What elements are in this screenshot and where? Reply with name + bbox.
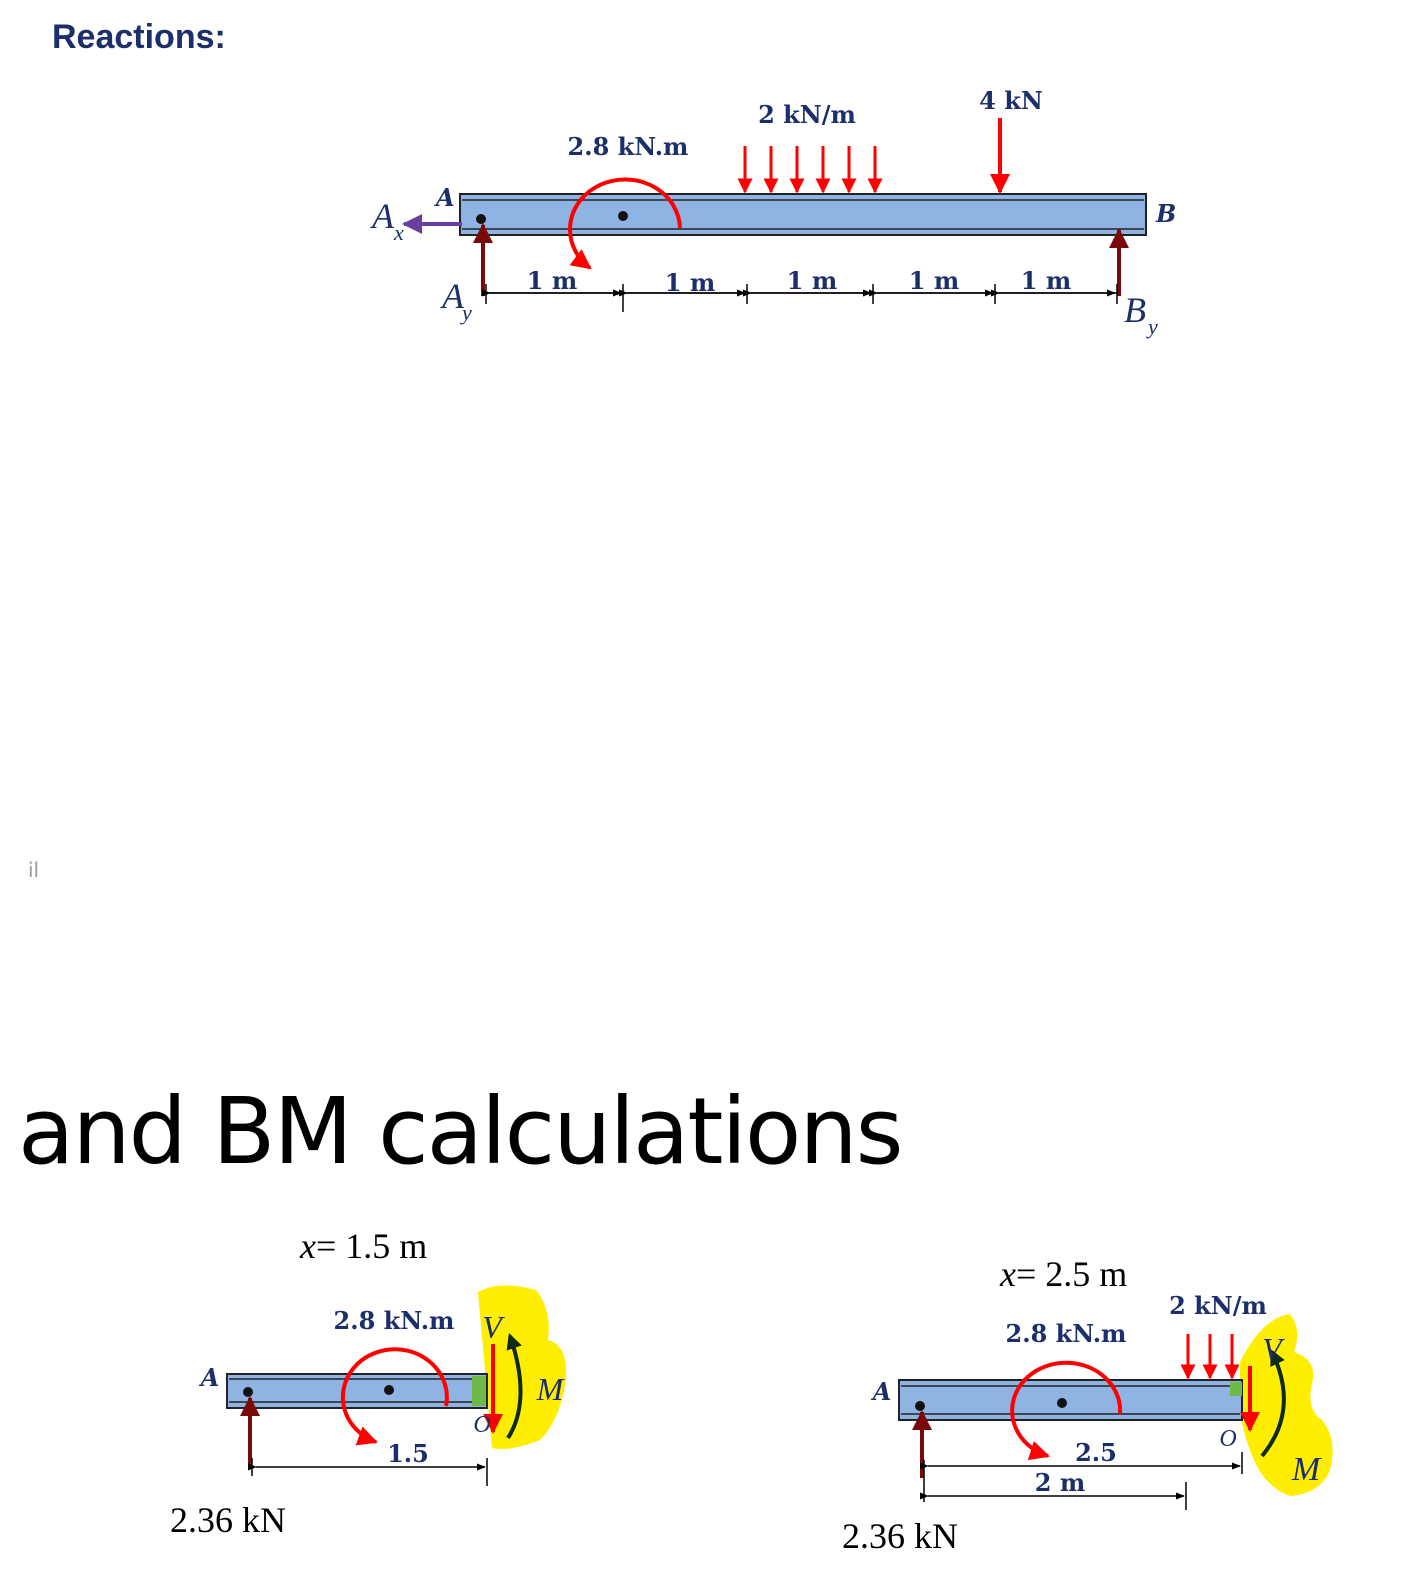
udl-arrows [737, 146, 883, 194]
section1-o-label: O [473, 1412, 490, 1438]
section1-v-label: V [482, 1309, 505, 1345]
section2-dimension [919, 1452, 1243, 1510]
ax-subscript: x [393, 220, 404, 245]
section1-bending-moment-arrow [506, 1332, 523, 1440]
span-label-2: 1 m [665, 268, 715, 297]
span-dimension-line [481, 284, 1118, 312]
section2-support-a: A [871, 1377, 892, 1406]
span-label-4: 1 m [909, 266, 959, 295]
applied-moment-arrow [568, 177, 682, 270]
section1-moment-label: 2.8 kN.m [334, 1306, 455, 1335]
section-heading: and BM calculations [18, 1078, 904, 1185]
section1-reaction-label: 2.36 kN [170, 1500, 286, 1540]
section2-reaction-label: 2.36 kN [842, 1516, 958, 1556]
section2-moment-label: 2.8 kN.m [1006, 1319, 1127, 1348]
section1-dim-label: 1.5 [387, 1439, 429, 1468]
moment-label: 2.8 kN.m [568, 132, 689, 161]
section2-m-label: M [1291, 1451, 1322, 1488]
section-1-diagram: x= 1.5 m 2.8 kN.m A 2.36 kN V M O 1.5 [170, 1226, 567, 1540]
section2-bending-moment-arrow [1260, 1349, 1286, 1458]
span-label-3: 1 m [787, 266, 837, 295]
span-label-5: 1 m [1021, 266, 1071, 295]
support-b-label: B [1155, 199, 1176, 228]
point-load-label: 4 kN [979, 86, 1043, 115]
udl-label: 2 kN/m [758, 100, 856, 129]
section2-v-label: V [1262, 1331, 1285, 1367]
span-label-1: 1 m [527, 266, 577, 295]
section2-highlight [1239, 1314, 1333, 1496]
section2-dim-inner-label: 2 m [1035, 1468, 1085, 1497]
ax-label: A [370, 196, 395, 236]
pin-a-dot [476, 214, 486, 224]
section2-moment-arrow [1010, 1360, 1123, 1461]
stray-text: il [28, 858, 40, 882]
ay-subscript: y [460, 300, 472, 325]
ay-label: A [440, 276, 465, 316]
section1-highlight [478, 1285, 567, 1449]
section2-udl-arrows [1180, 1334, 1240, 1380]
section2-x-eq: x= 2.5 m [999, 1254, 1127, 1294]
section1-x-eq: x= 1.5 m [299, 1226, 427, 1266]
moment-point-dot [618, 211, 628, 221]
section2-dim-outer-label: 2.5 [1075, 1438, 1117, 1467]
section1-moment-arrow [340, 1347, 449, 1446]
page-title: Reactions: [52, 18, 226, 56]
by-subscript: y [1146, 314, 1158, 339]
section1-dimension [247, 1458, 488, 1486]
by-label: B [1124, 290, 1146, 330]
section2-o-label: O [1219, 1426, 1236, 1452]
section2-udl-label: 2 kN/m [1169, 1291, 1267, 1320]
support-a-label: A [434, 183, 455, 212]
section1-support-a: A [199, 1363, 220, 1392]
section-2-diagram: x= 2.5 m 2.8 kN.m A 2 kN/m 2.36 kN V M O [842, 1254, 1333, 1556]
section1-m-label: M [536, 1371, 566, 1407]
main-beam-diagram: 2.8 kN.m 2 kN/m 4 kN A B A x A y B y [370, 86, 1176, 339]
